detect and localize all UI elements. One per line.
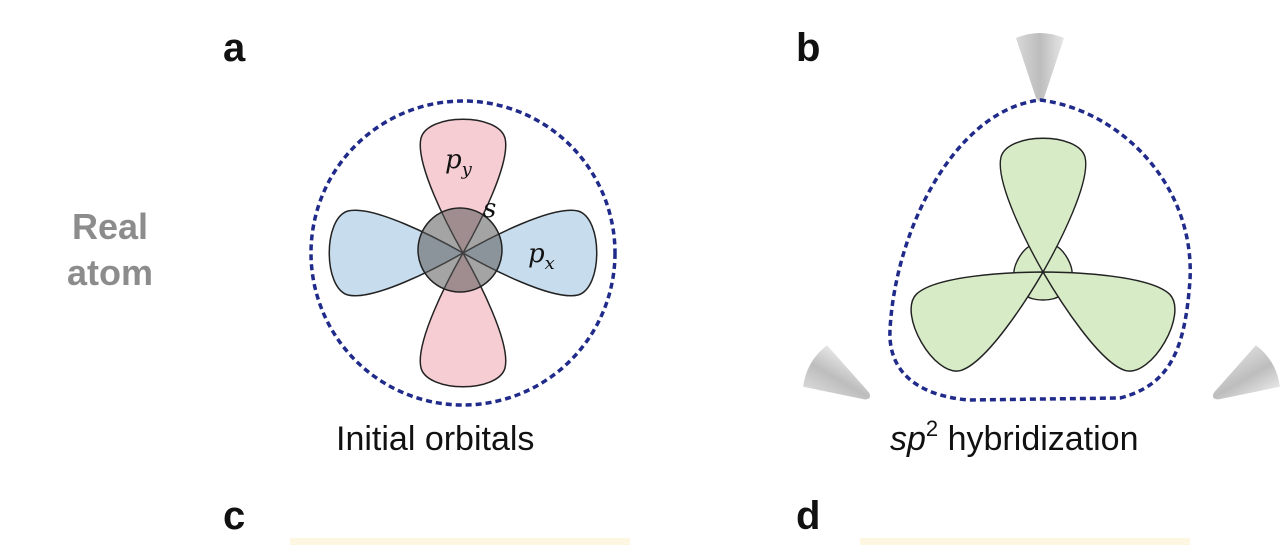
panel-letter-a: a [223,26,246,70]
panel-d-edge-hint [860,538,1190,545]
panel-letter-c: c [223,494,246,538]
atom-boundary-b [888,98,1192,402]
caption-rest: hybridization [938,420,1139,458]
py-label: py [445,145,473,180]
panel-b-diagram [798,33,1280,419]
row-label-real-atom: Real atom [40,204,180,296]
neighbor-cone-top [1016,33,1064,101]
caption-sp2-hybridization: sp2 hybridization [890,416,1139,459]
atom-boundary-a [309,99,617,407]
caption-sp: sp [890,420,926,458]
row-label-line1: Real [71,206,149,247]
s-orbital [417,207,503,293]
caption-superscript: 2 [925,416,939,441]
px-label: px [528,239,555,274]
row-label-line2: atom [66,252,153,293]
panel-c-edge-hint [290,538,630,545]
panel-letter-d: d [796,494,821,538]
panel-a-diagram: py px s [309,99,617,407]
caption-initial-orbitals: Initial orbitals [336,420,535,458]
panel-letter-b: b [796,26,821,70]
sp2-orbitals [898,137,1188,382]
neighbor-cone-right [1201,342,1280,419]
s-label: s [483,194,496,224]
neighbor-cone-left [798,342,882,419]
